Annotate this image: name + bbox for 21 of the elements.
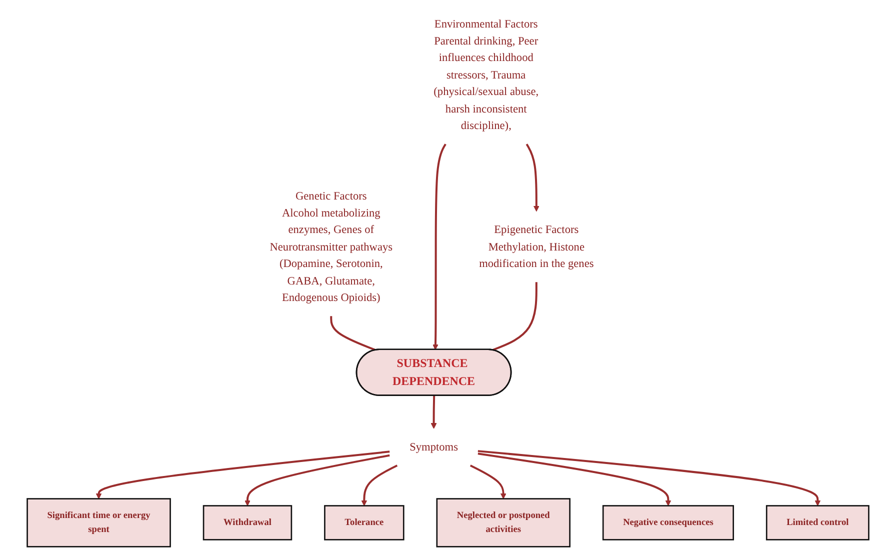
arrow <box>470 464 506 500</box>
arrow <box>432 144 446 350</box>
connector <box>330 316 376 352</box>
node-box: Significant time or energy spent <box>26 498 171 548</box>
arrow <box>361 464 398 506</box>
arrow <box>96 450 390 500</box>
arrow <box>478 452 672 506</box>
node-text: Genetic Factors Alcohol metabolizing enzymes, Genes of Neurotransmitter pathways (Dopamine, Serotonin, GABA, Glutamate, Endogenous Opioids) <box>270 189 393 304</box>
node-box: Tolerance <box>324 505 404 540</box>
node-box: Withdrawal <box>202 505 292 540</box>
node-box: Neglected or postponed activities <box>436 498 570 548</box>
node-text: Environmental Factors Parental drinking, Peer influences childhood stressors, Trauma (physical/sexual abuse, harsh inconsistent discipline), <box>434 17 539 132</box>
node-text: Epigenetic Factors Methylation, Histone modification in the genes <box>479 223 594 270</box>
arrow <box>244 454 390 506</box>
node-box: Limited control <box>766 505 870 540</box>
node-text: Symptoms <box>410 440 458 454</box>
arrow <box>430 396 437 429</box>
arrow <box>478 450 821 506</box>
node-box: Negative consequences <box>602 505 734 540</box>
arrow <box>526 144 540 212</box>
connector <box>492 282 538 352</box>
